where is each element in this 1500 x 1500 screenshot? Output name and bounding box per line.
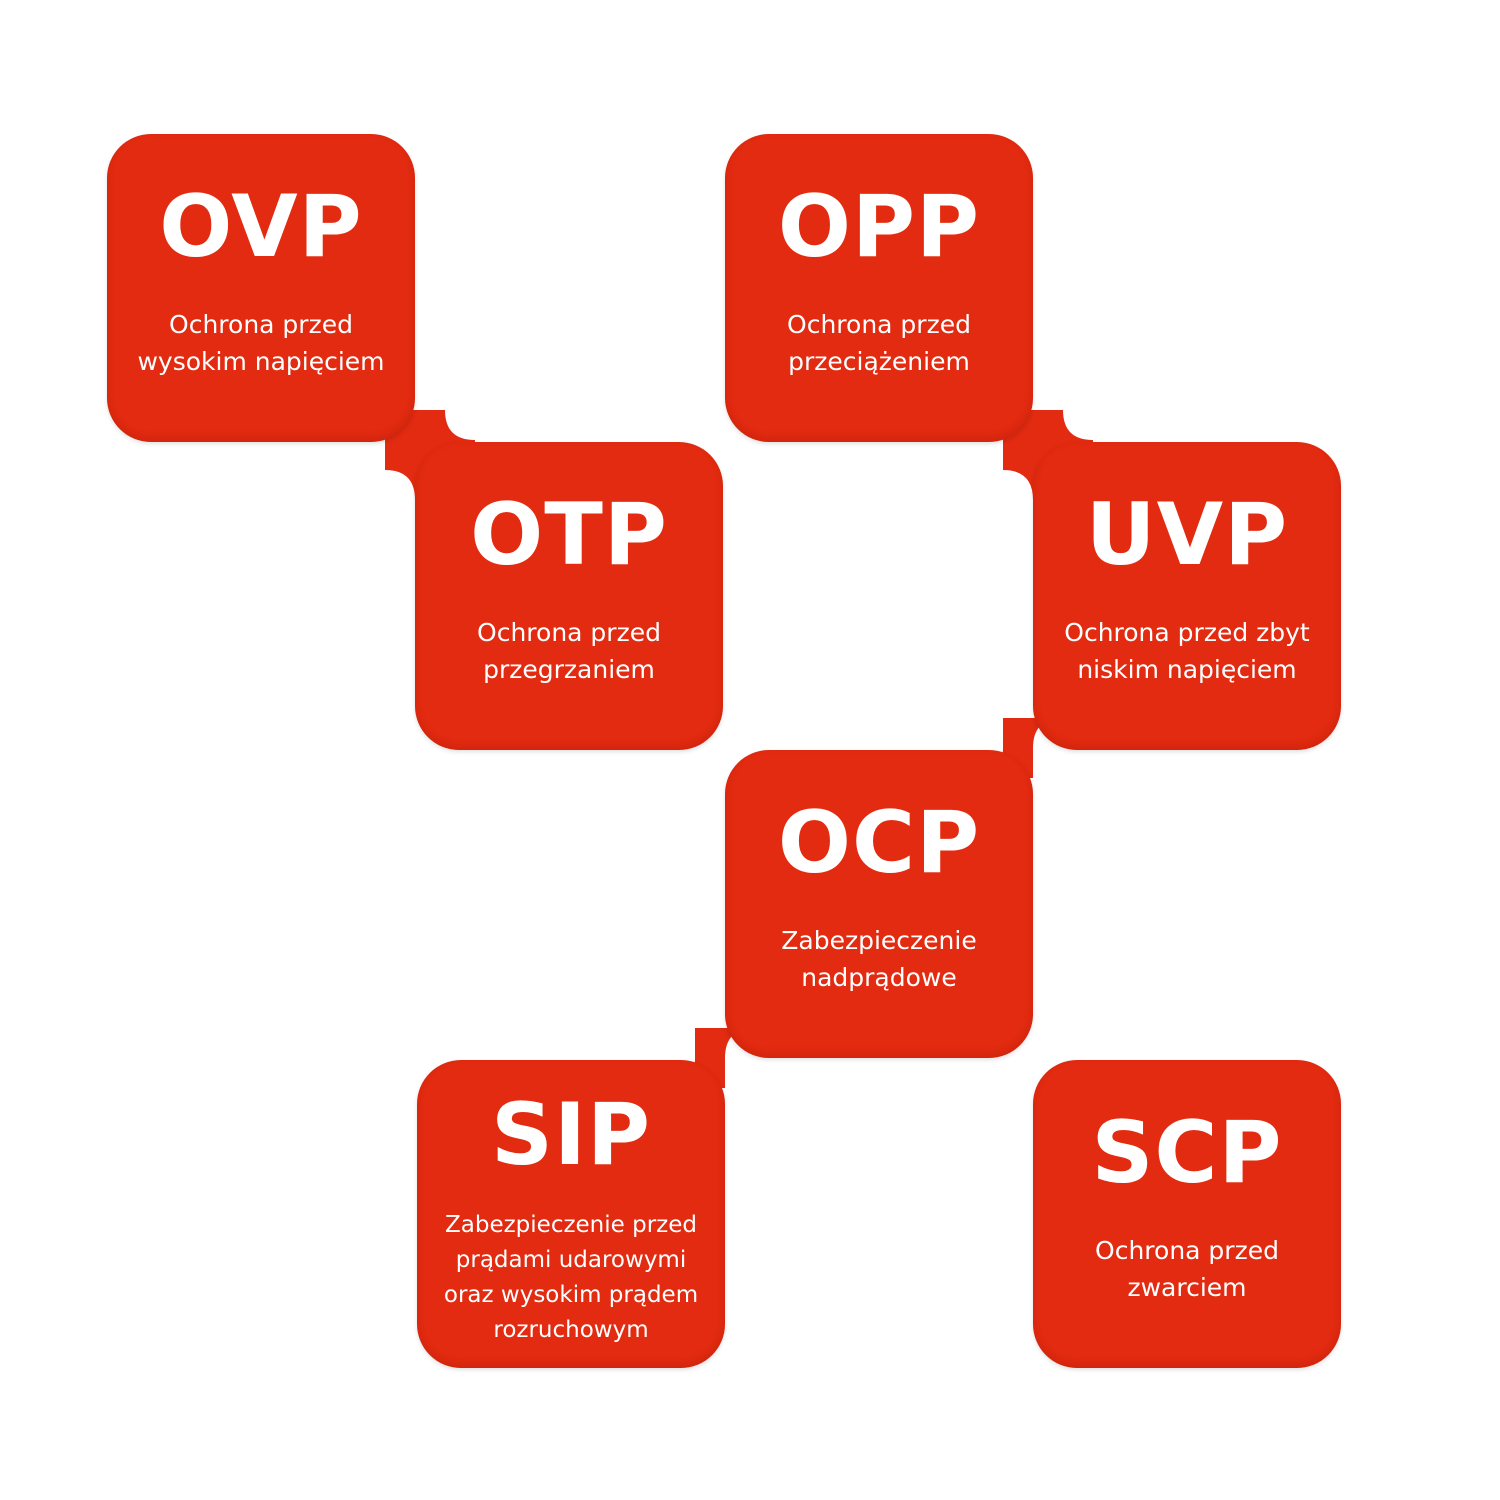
tile-ocp: OCP Zabezpieczenie nadprądowe [725,750,1033,1058]
description-line: prądami udarowymi [455,1247,687,1273]
tile-description: Zabezpieczenie nadprądowe [733,922,1025,996]
tile-otp: OTP Ochrona przed przegrzaniem [415,442,723,750]
description-line: nadprądowe [801,963,957,992]
tile-code: SIP [491,1085,651,1185]
description-line: przegrzaniem [483,655,655,684]
description-line: zwarciem [1127,1273,1247,1302]
description-line: wysokim napięciem [137,347,385,376]
description-line: Ochrona przed zbyt [1064,618,1310,647]
description-line: przeciążeniem [788,347,970,376]
tile-description: Zabezpieczenie przed prądami udarowymi o… [425,1208,717,1348]
tile-code: OTP [470,485,668,585]
description-line: Ochrona przed [787,310,971,339]
description-line: rozruchowym [493,1317,649,1343]
description-line: Ochrona przed [477,618,661,647]
tile-description: Ochrona przed zwarciem [1041,1232,1333,1306]
tile-opp: OPP Ochrona przed przeciążeniem [725,134,1033,442]
tile-description: Ochrona przed wysokim napięciem [115,306,407,380]
description-line: Zabezpieczenie [781,926,977,955]
tile-code: OPP [777,177,981,277]
connector-uvp-ocp [973,718,1063,778]
description-line: Ochrona przed [169,310,353,339]
tile-uvp: UVP Ochrona przed zbyt niskim napięciem [1033,442,1341,750]
description-line: oraz wysokim prądem [443,1282,699,1308]
tile-description: Ochrona przed przegrzaniem [423,614,715,688]
tile-sip: SIP Zabezpieczenie przed prądami udarowy… [417,1060,725,1368]
tile-description: Ochrona przed zbyt niskim napięciem [1041,614,1333,688]
description-line: Ochrona przed [1095,1236,1279,1265]
description-line: Zabezpieczenie przed [445,1212,697,1238]
tile-description: Ochrona przed przeciążeniem [733,306,1025,380]
tile-code: UVP [1085,485,1289,585]
tile-scp: SCP Ochrona przed zwarciem [1033,1060,1341,1368]
tile-code: SCP [1091,1103,1283,1203]
tile-code: OVP [159,177,363,277]
tile-code: OCP [777,793,981,893]
connector-ocp-sip [665,1028,755,1088]
description-line: niskim napięciem [1077,655,1297,684]
tile-ovp: OVP Ochrona przed wysokim napięciem [107,134,415,442]
